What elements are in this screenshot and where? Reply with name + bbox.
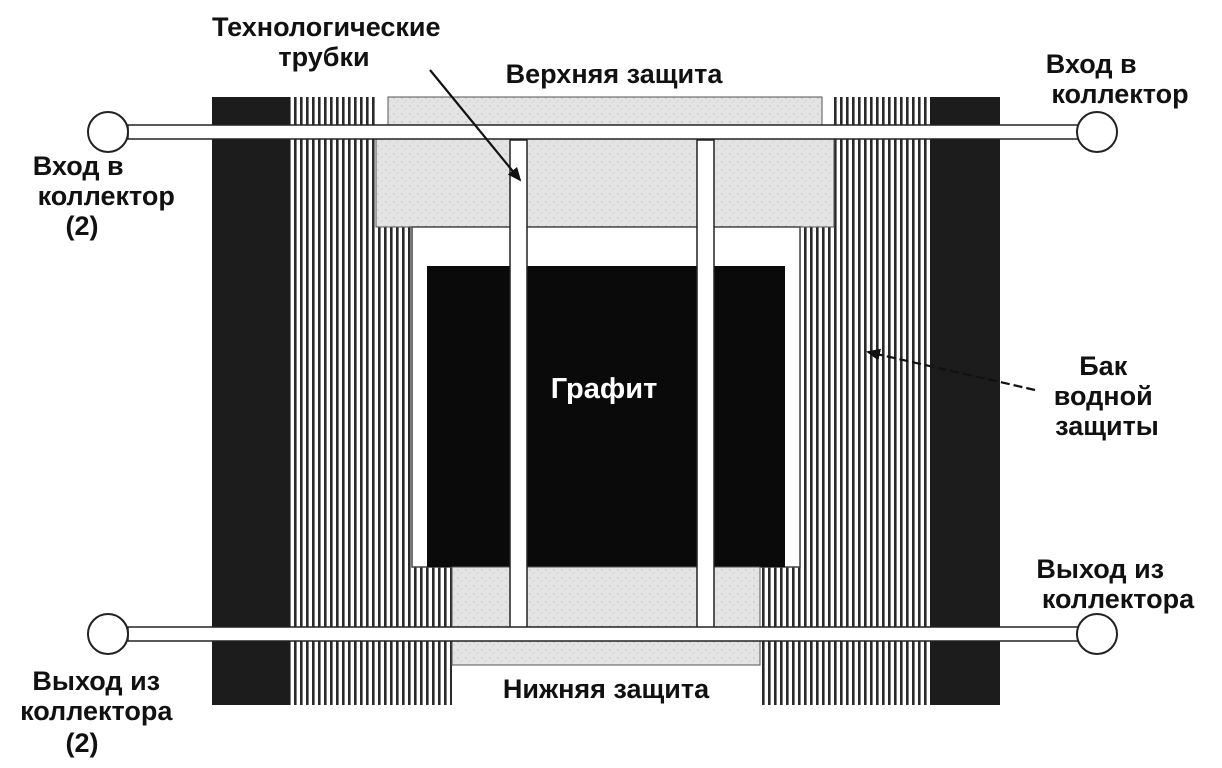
inlet-left-label: Вход в коллектор (2): [33, 151, 183, 241]
top-shield-block: [375, 126, 835, 228]
water-tank-left: [290, 97, 378, 705]
outlet-left-label: Выход из коллектора (2): [20, 666, 180, 758]
top-shield-label: Верхняя защита: [506, 59, 724, 89]
inlet-right-node: [1076, 111, 1118, 153]
outlet-pipe: [127, 626, 1085, 642]
tech-tube-left: [509, 139, 528, 631]
outlet-left-node: [87, 613, 129, 655]
inlet-right-label: Вход в коллектор: [1046, 49, 1189, 109]
water-tank-right: [834, 97, 930, 705]
water-tank-pointer-arrow: [866, 348, 1036, 392]
water-tank-right-inner: [800, 227, 834, 705]
tech-tubes-label: Технологические трубки: [212, 12, 448, 72]
graphite-label: Графит: [551, 373, 658, 405]
outlet-right-label: Выход из коллектора: [1036, 554, 1195, 614]
water-tank-label: Бак водной защиты: [1054, 351, 1160, 441]
bottom-shield-label: Нижняя защита: [503, 674, 710, 704]
tech-tube-right: [696, 139, 715, 631]
inlet-left-node: [87, 111, 129, 153]
top-shield-plate: [387, 96, 823, 128]
inlet-pipe: [127, 124, 1085, 140]
tech-tubes-pointer-arrow: [429, 69, 522, 182]
water-tank-left-inner: [378, 227, 412, 705]
outlet-right-node: [1076, 613, 1118, 655]
outer-wall-left: [212, 97, 290, 705]
outer-wall-right: [930, 97, 1000, 705]
graphite-core: [427, 266, 785, 567]
